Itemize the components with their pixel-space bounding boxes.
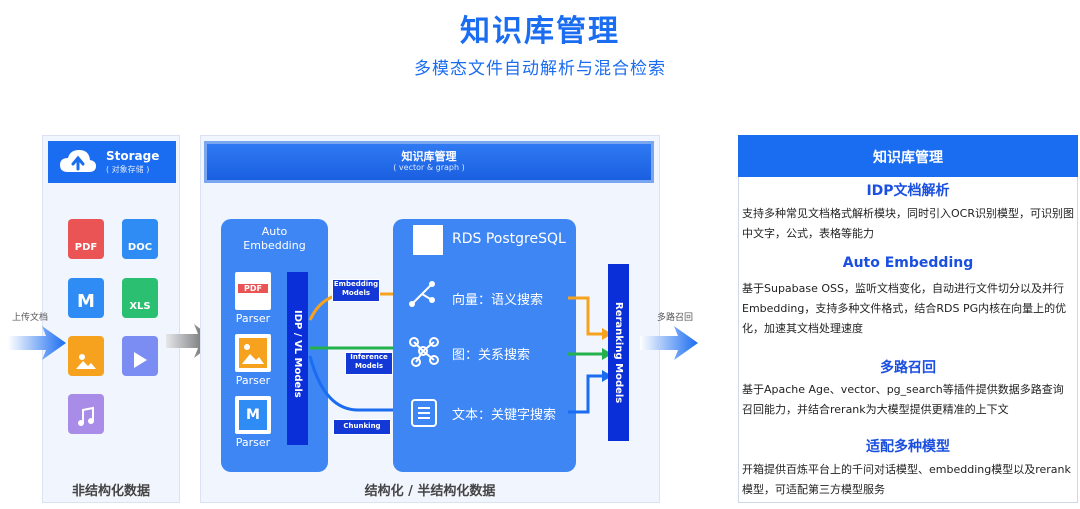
graph-search-icon xyxy=(409,337,439,367)
storage-panel xyxy=(42,135,180,503)
kb-header xyxy=(204,141,654,183)
feature-panel-title: 知识库管理 xyxy=(873,150,943,166)
multi-recall-label: 多路召回 xyxy=(657,313,694,323)
page-title: 知识库管理 xyxy=(460,14,620,49)
markdown-file-icon: M xyxy=(68,278,104,318)
mountain-icon xyxy=(76,354,96,369)
cloud-upload-icon xyxy=(60,150,96,172)
auto-embedding-label: Auto Embedding xyxy=(243,225,306,252)
parser-label-1: Parser xyxy=(235,312,271,325)
inference-models-pill: Inference Models xyxy=(345,352,393,375)
play-icon xyxy=(134,352,147,368)
text-search-label: 文本：关键字搜索 xyxy=(452,408,557,423)
section-auto-embedding-body: 基于Supabase OSS，监听文档变化，自动进行文件切分以及并行Embedd… xyxy=(742,282,1067,335)
parser-label-2: Parser xyxy=(235,374,271,387)
storage-title: Storage xyxy=(106,149,160,163)
music-note-icon xyxy=(78,406,94,426)
rds-title: RDS PostgreSQL xyxy=(452,231,566,247)
parser-markdown-badge: M xyxy=(239,400,267,430)
feature-panel-header xyxy=(738,135,1078,177)
graph-search-label: 图：关系搜索 xyxy=(452,348,531,363)
reranking-models-bar xyxy=(608,264,629,441)
audio-file-icon xyxy=(68,394,104,434)
vector-search-icon xyxy=(409,281,435,307)
section-idp-body: 支持多种常见文档格式解析模块，同时引入OCR识别模型，可识别图中文字，公式，表格… xyxy=(742,207,1074,240)
page-subtitle: 多模态文件自动解析与混合检索 xyxy=(414,59,666,79)
xls-file-icon: XLS xyxy=(122,278,158,318)
idp-vl-models-bar xyxy=(287,272,308,445)
rds-postgresql-box xyxy=(393,219,576,472)
doc-file-label: DOC xyxy=(127,242,153,253)
reranking-models-label: Reranking Models xyxy=(613,302,624,404)
rerank-connector-arrows xyxy=(568,296,612,414)
parser-label-3: Parser xyxy=(235,436,271,449)
upload-arrow-icon xyxy=(8,326,66,360)
chunking-pill: Chunking xyxy=(333,419,391,435)
pdf-file-icon: PDF xyxy=(68,219,104,259)
kb-header-subtitle: ( vector & graph ) xyxy=(393,163,465,172)
video-file-icon xyxy=(122,336,158,376)
rds-logo xyxy=(413,225,443,255)
unstructured-data-caption: 非结构化数据 xyxy=(71,484,150,499)
xls-file-label: XLS xyxy=(129,301,151,312)
parser-image-icon xyxy=(239,338,267,368)
vector-search-label: 向量：语义搜索 xyxy=(452,293,544,308)
kb-header-title: 知识库管理 xyxy=(401,150,457,163)
section-models-title: 适配多种模型 xyxy=(866,439,950,455)
markdown-file-label: M xyxy=(77,291,95,312)
output-arrow-icon xyxy=(640,326,698,360)
parser-pdf-badge: PDF xyxy=(238,284,268,293)
idp-vl-models-label: IDP / VL Models xyxy=(292,310,303,398)
section-models-body: 开箱提供百炼平台上的千问对话模型、embedding模型以及rerank模型，可… xyxy=(742,463,1071,496)
parser-markdown-card: M xyxy=(235,396,271,434)
upload-label: 上传文档 xyxy=(12,313,49,323)
text-search-icon xyxy=(411,399,437,427)
doc-file-icon: DOC xyxy=(122,219,158,259)
section-multi-recall-body: 基于Apache Age、vector、pg_search等插件提供数据多路查询… xyxy=(742,383,1064,416)
section-idp-title: IDP文档解析 xyxy=(866,183,950,199)
parser-pdf-card: PDF xyxy=(235,272,271,310)
section-multi-recall-title: 多路召回 xyxy=(880,360,936,376)
feature-panel xyxy=(738,135,1078,503)
structured-data-caption: 结构化 / 半结构化数据 xyxy=(364,484,496,499)
section-auto-embedding-title: Auto Embedding xyxy=(842,255,974,271)
image-file-icon xyxy=(68,336,104,376)
storage-subtitle: ( 对象存储 ) xyxy=(106,165,150,174)
pdf-file-label: PDF xyxy=(74,242,98,253)
parser-image-card xyxy=(235,334,271,372)
embedding-models-pill: Embedding Models xyxy=(332,279,380,302)
